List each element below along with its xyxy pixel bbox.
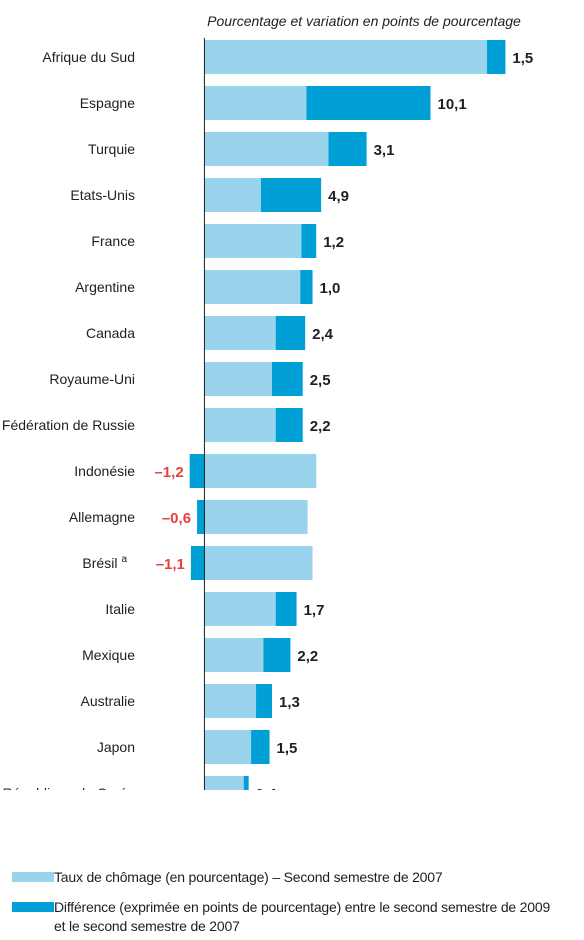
- bar-base-royaume-uni: [204, 362, 272, 396]
- bar-base-afrique-du-sud: [204, 40, 487, 74]
- bar-base-turquie: [204, 132, 329, 166]
- bar-diff-argentine: [300, 270, 313, 304]
- legend-label-diff-line-1: Différence (exprimée en points de pource…: [54, 899, 551, 915]
- bar-base-federation-de-russie: [204, 408, 276, 442]
- category-label-japon: Japon: [97, 739, 135, 755]
- bar-diff-afrique-du-sud: [487, 40, 506, 74]
- value-label-afrique-du-sud: 1,5: [512, 50, 533, 67]
- bar-diff-australie: [256, 684, 272, 718]
- value-label-royaume-uni: 2,5: [310, 372, 331, 389]
- category-label-indonesie: Indonésie: [74, 463, 135, 479]
- category-label-federation-de-russie: Fédération de Russie: [2, 417, 135, 433]
- category-label-argentine: Argentine: [75, 279, 135, 295]
- bar-base-espagne: [204, 86, 307, 120]
- bar-base-allemagne: [204, 500, 308, 534]
- category-label-mexique: Mexique: [82, 647, 135, 663]
- value-label-canada: 2,4: [312, 326, 334, 343]
- bar-diff-bresil: [190, 546, 205, 580]
- bar-diff-indonesie: [189, 454, 205, 488]
- legend-swatch-base: [12, 872, 54, 882]
- bar-diff-mexique: [263, 638, 291, 672]
- category-label-france: France: [91, 233, 135, 249]
- value-label-mexique: 2,2: [297, 648, 318, 665]
- category-label-etats-unis: Etats-Unis: [70, 187, 135, 203]
- legend-label-diff-line-2: et le second semestre de 2007: [54, 918, 240, 934]
- category-label-australie: Australie: [81, 693, 136, 709]
- value-label-turquie: 3,1: [374, 142, 395, 159]
- bar-base-etats-unis: [204, 178, 261, 212]
- legend-label-diff: Différence (exprimée en points de pource…: [54, 898, 584, 936]
- value-label-argentine: 1,0: [320, 280, 341, 297]
- bar-diff-italie: [275, 592, 297, 626]
- bar-diff-allemagne: [197, 500, 205, 534]
- legend-label-base: Taux de chômage (en pourcentage) – Secon…: [54, 869, 443, 885]
- bar-diff-japon: [251, 730, 270, 764]
- bar-diff-canada: [275, 316, 306, 350]
- category-label-allemagne: Allemagne: [69, 509, 135, 525]
- legend-swatch-diff: [12, 902, 54, 912]
- category-label-republique-de-coree: République de Corée: [3, 785, 136, 790]
- value-label-etats-unis: 4,9: [328, 188, 349, 205]
- value-label-france: 1,2: [323, 234, 344, 251]
- bar-diff-royaume-uni: [272, 362, 303, 396]
- bar-diff-federation-de-russie: [275, 408, 303, 442]
- bar-base-indonesie: [204, 454, 317, 488]
- value-label-republique-de-coree: 0,4: [256, 786, 278, 790]
- category-superscript-bresil: a: [121, 554, 127, 565]
- category-label-italie: Italie: [105, 601, 135, 617]
- value-label-australie: 1,3: [279, 694, 300, 711]
- value-label-indonesie: –1,2: [154, 464, 183, 481]
- category-label-afrique-du-sud: Afrique du Sud: [42, 49, 135, 65]
- bar-base-argentine: [204, 270, 301, 304]
- bar-base-italie: [204, 592, 276, 626]
- bar-diff-turquie: [328, 132, 367, 166]
- value-label-italie: 1,7: [304, 602, 325, 619]
- value-label-allemagne: –0,6: [162, 510, 191, 527]
- bar-chart: Pourcentage et variation en points de po…: [2, 13, 533, 790]
- chart-subtitle: Pourcentage et variation en points de po…: [207, 13, 521, 29]
- value-label-japon: 1,5: [277, 740, 298, 757]
- category-label-turquie: Turquie: [88, 141, 135, 157]
- bar-diff-republique-de-coree: [243, 776, 249, 790]
- bar-base-mexique: [204, 638, 264, 672]
- value-label-federation-de-russie: 2,2: [310, 418, 331, 435]
- bar-base-france: [204, 224, 302, 258]
- category-label-canada: Canada: [86, 325, 135, 341]
- bar-base-canada: [204, 316, 276, 350]
- bar-base-bresil: [204, 546, 313, 580]
- bar-base-republique-de-coree: [204, 776, 244, 790]
- bar-diff-etats-unis: [260, 178, 322, 212]
- bar-diff-espagne: [306, 86, 431, 120]
- category-label-espagne: Espagne: [80, 95, 135, 111]
- bar-diff-france: [301, 224, 317, 258]
- value-label-espagne: 10,1: [437, 96, 466, 113]
- bar-base-japon: [204, 730, 252, 764]
- value-label-bresil: –1,1: [156, 556, 185, 573]
- bar-base-australie: [204, 684, 257, 718]
- category-label-royaume-uni: Royaume-Uni: [49, 371, 135, 387]
